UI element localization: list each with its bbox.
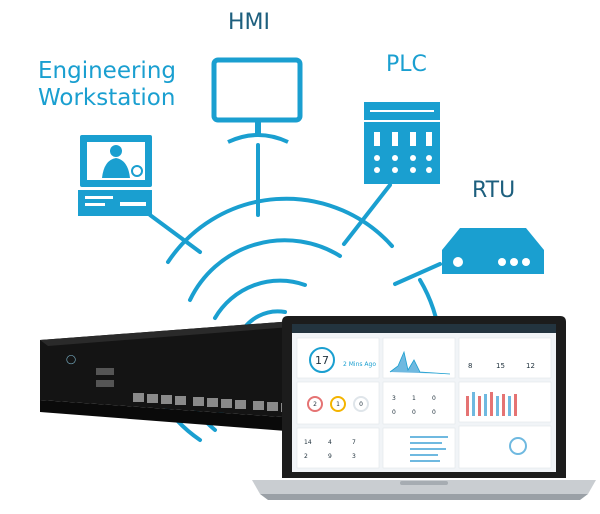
rtu-device-icon [442, 228, 544, 274]
svg-text:7: 7 [352, 439, 356, 446]
svg-text:3: 3 [392, 395, 396, 402]
hmi-label: HMI [228, 10, 271, 35]
svg-text:1: 1 [336, 401, 340, 408]
dashboard-big-number: 17 [315, 354, 329, 367]
laptop: 17 2 Mins Ago 8 15 12 2 1 0 3 1 0 0 0 0 [252, 316, 596, 500]
svg-text:3: 3 [352, 453, 356, 460]
svg-text:14: 14 [304, 439, 312, 446]
dashboard-stats-a: 3 1 0 0 0 0 [392, 395, 436, 416]
dashboard-progress-bars [410, 436, 448, 462]
svg-text:2: 2 [313, 401, 317, 408]
rtu-label: RTU [472, 178, 516, 203]
appliance-logo: ◯ [66, 355, 76, 365]
network-appliance: ◯ [40, 316, 360, 434]
plc-rack-icon [364, 102, 440, 184]
svg-text:0: 0 [432, 409, 436, 416]
engineering-workstation-label: Engineering Workstation [38, 58, 176, 112]
hmi-monitor-icon [211, 57, 303, 144]
dashboard-counters: 8 15 12 [468, 362, 535, 370]
plc-connector [342, 183, 392, 246]
engineering-workstation-icon [78, 135, 152, 216]
svg-text:15: 15 [496, 362, 505, 370]
dashboard-donut [509, 437, 527, 455]
svg-text:0: 0 [432, 395, 436, 402]
svg-text:8: 8 [468, 362, 472, 370]
svg-text:2: 2 [304, 453, 308, 460]
svg-text:4: 4 [328, 439, 332, 446]
rtu-connector [393, 262, 442, 286]
svg-text:1: 1 [412, 395, 416, 402]
dashboard-gauges [307, 396, 369, 412]
dashboard-area-chart [389, 350, 451, 375]
svg-text:12: 12 [526, 362, 535, 370]
svg-text:0: 0 [392, 409, 396, 416]
plc-label: PLC [386, 52, 427, 77]
ethernet-ports [133, 393, 292, 412]
dashboard-stats-b: 14 4 7 2 9 3 [304, 439, 356, 460]
big-number-ring [309, 347, 335, 373]
svg-text:0: 0 [412, 409, 416, 416]
svg-text:9: 9 [328, 453, 332, 460]
dashboard-bar-chart [466, 392, 517, 416]
dashboard-header [292, 324, 556, 333]
workstation-connector [148, 213, 202, 254]
dashboard-time: 2 Mins Ago [343, 361, 376, 368]
svg-text:0: 0 [359, 401, 363, 408]
